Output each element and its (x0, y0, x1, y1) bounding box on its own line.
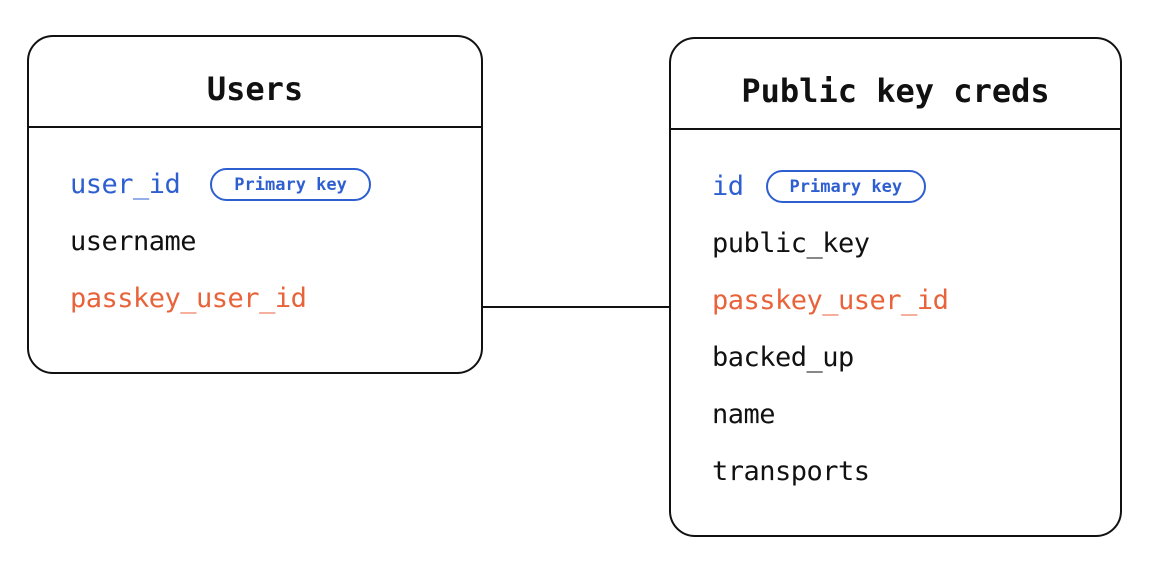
attribute-row[interactable]: name (671, 386, 1120, 443)
entity-title-public-key-creds: Public key creds (741, 72, 1050, 110)
attribute-row[interactable]: passkey_user_id (29, 270, 481, 327)
entity-box-public-key-creds[interactable]: Public key creds id Primary key public_k… (669, 37, 1122, 537)
attribute-name: passkey_user_id (712, 285, 949, 316)
attribute-row[interactable]: user_id Primary key (29, 156, 481, 213)
relationship-connector-line[interactable] (481, 306, 671, 308)
attribute-name: name (712, 399, 776, 430)
attribute-row[interactable]: passkey_user_id (671, 272, 1120, 329)
entity-header-divider (29, 126, 481, 128)
attribute-row[interactable]: backed_up (671, 329, 1120, 386)
attribute-name: backed_up (712, 342, 854, 373)
attribute-name: username (70, 226, 197, 257)
entity-header-divider (671, 128, 1120, 130)
attribute-name: user_id (70, 169, 181, 200)
entity-title-users: Users (206, 70, 304, 108)
entity-attribute-list-public-key-creds: id Primary key public_key passkey_user_i… (671, 130, 1120, 500)
attribute-row[interactable]: id Primary key (671, 158, 1120, 215)
attribute-row[interactable]: public_key (671, 215, 1120, 272)
attribute-name: public_key (712, 228, 870, 259)
attribute-name: transports (712, 456, 870, 487)
entity-attribute-list-users: user_id Primary key username passkey_use… (29, 128, 481, 327)
attribute-name: id (712, 171, 744, 202)
primary-key-badge: Primary key (765, 170, 927, 203)
entity-box-users[interactable]: Users user_id Primary key username passk… (27, 35, 483, 374)
attribute-row[interactable]: transports (671, 443, 1120, 500)
attribute-name: passkey_user_id (70, 283, 307, 314)
attribute-row[interactable]: username (29, 213, 481, 270)
primary-key-badge: Primary key (210, 168, 371, 201)
